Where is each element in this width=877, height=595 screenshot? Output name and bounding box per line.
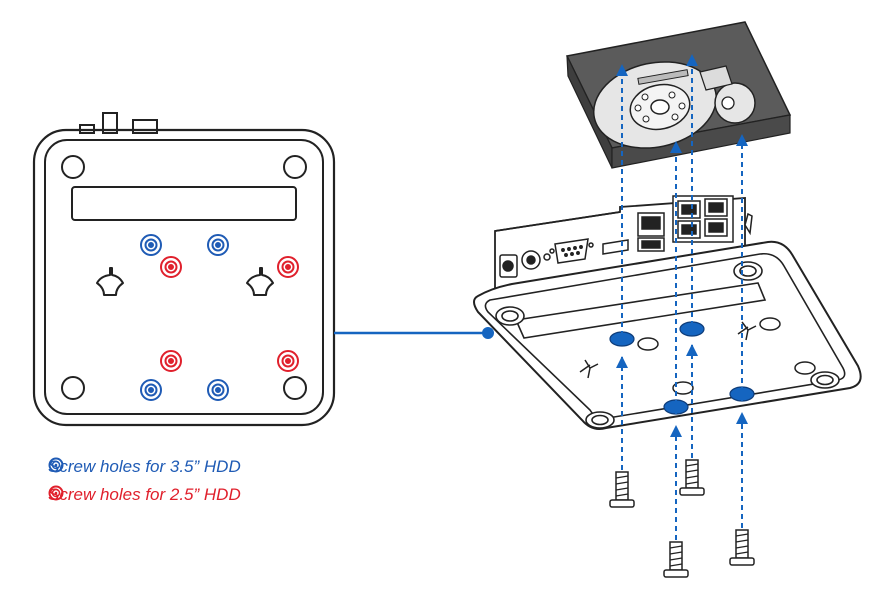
device-bottom-view bbox=[32, 112, 336, 427]
wall-mount-keyhole-right bbox=[246, 267, 274, 296]
hard-disk-drive bbox=[565, 21, 792, 169]
hdd25-hole-icon bbox=[48, 485, 64, 501]
device-inner-panel bbox=[44, 139, 324, 415]
screw-1 bbox=[609, 471, 635, 508]
hdd35-screw-holes bbox=[140, 234, 229, 401]
device-angled-view bbox=[473, 195, 862, 430]
view-connector bbox=[334, 327, 494, 339]
alignment-guides bbox=[621, 58, 743, 540]
screws bbox=[609, 459, 755, 578]
screw-3 bbox=[663, 541, 689, 578]
hdd35-hole-icon bbox=[48, 457, 64, 473]
top-port-2 bbox=[102, 112, 118, 134]
screw-4 bbox=[729, 529, 755, 566]
wall-mount-keyhole-left bbox=[96, 267, 124, 296]
top-port-3 bbox=[132, 119, 158, 134]
legend-hdd25: Screw holes for 2.5” HDD bbox=[48, 485, 241, 505]
legend-hdd35-label: Screw holes for 3.5” HDD bbox=[48, 457, 241, 476]
label-slot bbox=[71, 186, 297, 221]
corner-feet bbox=[61, 155, 307, 400]
hdd-mount-holes bbox=[609, 321, 755, 415]
device-outer-shell bbox=[32, 128, 336, 427]
screw-2 bbox=[679, 459, 705, 496]
base-corner-feet bbox=[495, 261, 840, 429]
legend-hdd25-label: Screw holes for 2.5” HDD bbox=[48, 485, 241, 504]
hdd25-screw-holes bbox=[160, 256, 299, 372]
arrowheads bbox=[616, 54, 748, 437]
legend-hdd35: Screw holes for 3.5” HDD bbox=[48, 457, 241, 477]
